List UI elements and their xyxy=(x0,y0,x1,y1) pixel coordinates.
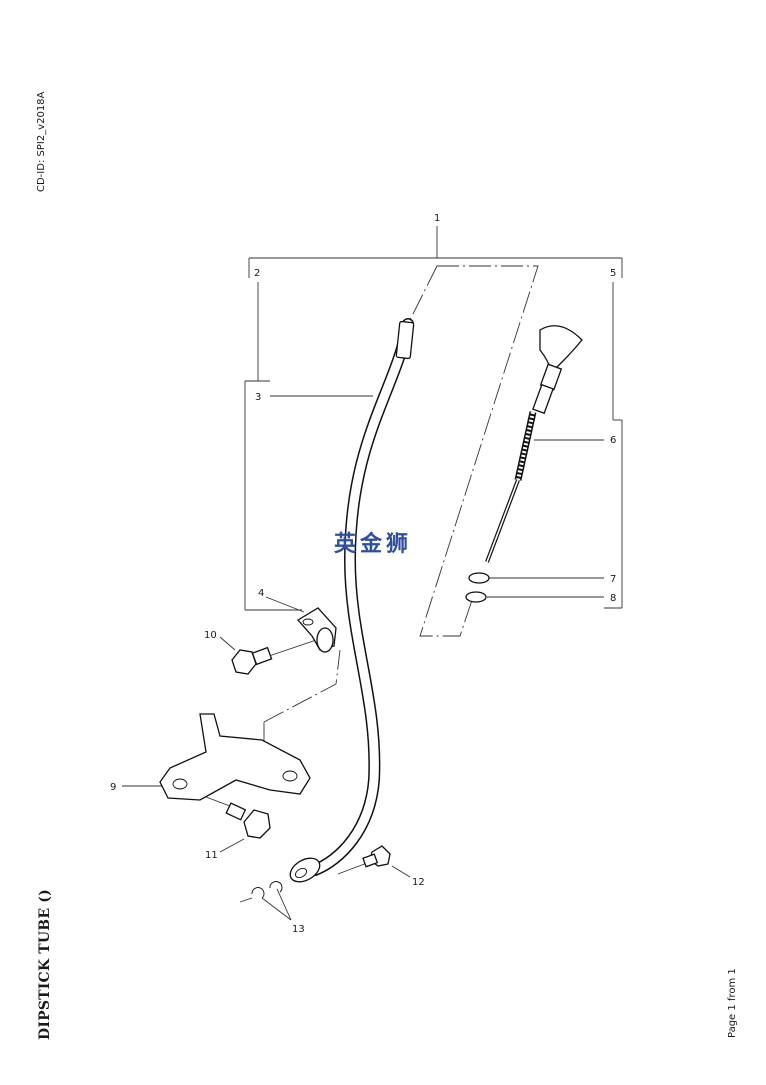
leader-lines xyxy=(122,226,623,921)
callout-3: 3 xyxy=(255,392,261,403)
callout-13: 13 xyxy=(292,924,305,935)
callout-4: 4 xyxy=(258,588,264,599)
dipstick xyxy=(485,325,583,563)
clips-13 xyxy=(251,881,283,899)
tube-clip xyxy=(296,607,337,653)
mounting-bracket xyxy=(159,713,311,801)
callout-6: 6 xyxy=(610,435,616,446)
bolt-10 xyxy=(231,646,273,675)
bolt-11 xyxy=(225,802,271,839)
callout-9: 9 xyxy=(110,782,116,793)
bolt-12 xyxy=(362,845,391,868)
dipstick-tube xyxy=(289,318,415,883)
callout-labels: 1 2 3 4 5 6 7 8 9 10 11 12 13 xyxy=(110,213,616,935)
callout-7: 7 xyxy=(610,574,616,585)
callout-10: 10 xyxy=(204,630,217,641)
callout-8: 8 xyxy=(610,593,616,604)
callout-1: 1 xyxy=(434,213,440,224)
watermark-logo: 英金狮 xyxy=(334,532,413,557)
callout-11: 11 xyxy=(205,850,218,861)
callout-12: 12 xyxy=(412,877,425,888)
callout-5: 5 xyxy=(610,268,616,279)
callout-2: 2 xyxy=(254,268,260,279)
o-rings xyxy=(465,572,490,603)
